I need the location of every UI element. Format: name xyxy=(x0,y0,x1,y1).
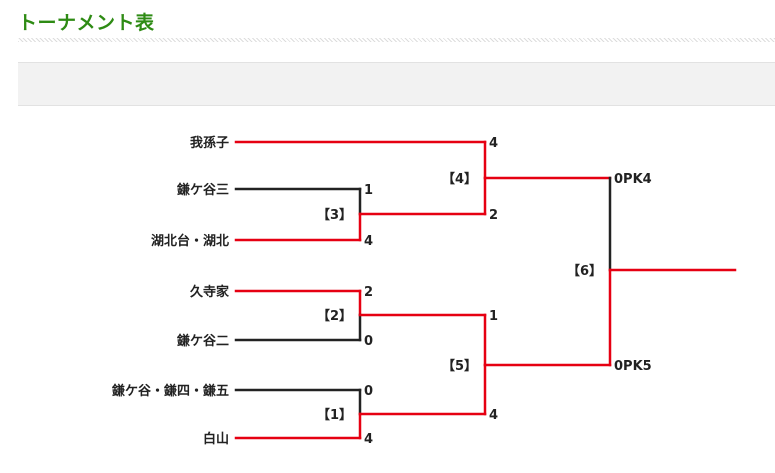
match6-score-bottom: 0PK5 xyxy=(614,359,652,374)
team-name-hakusan: 白山 xyxy=(203,431,229,447)
match2-score-bottom: 0 xyxy=(364,334,373,349)
match2-score-top: 2 xyxy=(364,285,373,300)
team-name-kamagaya2: 鎌ケ谷二 xyxy=(176,333,229,349)
match1-label: 【1】 xyxy=(317,407,352,423)
match4-score-top: 4 xyxy=(489,136,498,151)
match3-score-top: 1 xyxy=(364,183,373,198)
team-name-kujike: 久寺家 xyxy=(190,284,230,300)
team-name-kamagaya3: 鎌ケ谷三 xyxy=(176,182,229,198)
match5-score-bottom: 4 xyxy=(489,408,498,423)
title-divider xyxy=(18,38,775,42)
page-title: トーナメント表 xyxy=(18,12,155,34)
match4-label: 【4】 xyxy=(442,171,477,187)
match6-label: 【6】 xyxy=(567,263,602,279)
match1-score-top: 0 xyxy=(364,384,373,399)
match1-score-bottom: 4 xyxy=(364,432,373,447)
match3-score-bottom: 4 xyxy=(364,234,373,249)
match2-label: 【2】 xyxy=(317,308,352,324)
match3-label: 【3】 xyxy=(317,207,352,223)
team-name-wagako: 我孫子 xyxy=(190,135,229,151)
match5-label: 【5】 xyxy=(442,358,477,374)
match4-score-bottom: 2 xyxy=(489,208,498,223)
team-name-kohokudai: 湖北台・湖北 xyxy=(151,233,229,249)
match6-score-top: 0PK4 xyxy=(614,172,652,187)
match5-score-top: 1 xyxy=(489,309,498,324)
toolbar-bar xyxy=(18,62,775,106)
team-name-kamagaya-joint: 鎌ケ谷・鎌四・鎌五 xyxy=(111,383,229,399)
